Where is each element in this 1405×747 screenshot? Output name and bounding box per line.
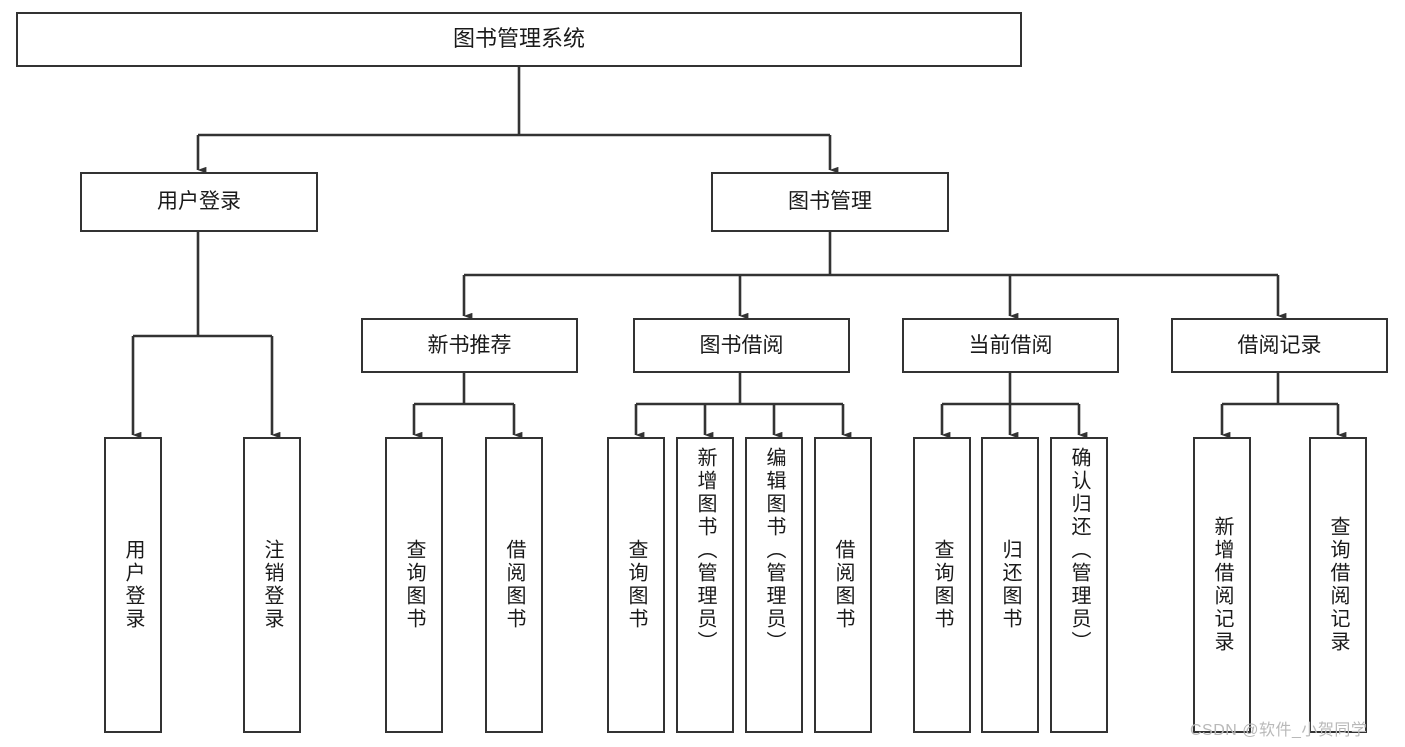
leaf-label: 新增图书（管理员） bbox=[694, 447, 716, 654]
node-label: 用户登录 bbox=[157, 190, 241, 214]
node-label: 新书推荐 bbox=[427, 333, 512, 357]
leaf-label: 注销登录 bbox=[261, 539, 283, 631]
leaf-new-book-borrow-books[interactable]: 借阅图书 bbox=[485, 437, 543, 733]
node-label: 图书管理 bbox=[788, 190, 872, 214]
leaf-borrow-edit-book-admin[interactable]: 编辑图书（管理员） bbox=[745, 437, 803, 733]
node-borrow-record[interactable]: 借阅记录 bbox=[1171, 318, 1388, 373]
leaf-label: 查询借阅记录 bbox=[1327, 516, 1349, 654]
leaf-label: 借阅图书 bbox=[503, 539, 525, 631]
leaf-current-query-books[interactable]: 查询图书 bbox=[913, 437, 971, 733]
leaf-label: 新增借阅记录 bbox=[1211, 516, 1233, 654]
leaf-label: 归还图书 bbox=[999, 539, 1021, 631]
node-label: 图书借阅 bbox=[699, 333, 784, 357]
leaf-current-return-books[interactable]: 归还图书 bbox=[981, 437, 1039, 733]
node-label: 图书管理系统 bbox=[452, 26, 585, 52]
csdn-watermark: CSDN @软件_小贺同学 bbox=[1190, 722, 1368, 739]
leaf-user-login-logout[interactable]: 注销登录 bbox=[243, 437, 301, 733]
node-label: 当前借阅 bbox=[968, 333, 1053, 357]
leaf-label: 借阅图书 bbox=[832, 539, 854, 631]
node-user-login[interactable]: 用户登录 bbox=[80, 172, 318, 232]
leaf-label: 查询图书 bbox=[625, 539, 647, 631]
node-book-borrow[interactable]: 图书借阅 bbox=[633, 318, 850, 373]
leaf-new-book-query-books[interactable]: 查询图书 bbox=[385, 437, 443, 733]
node-label: 借阅记录 bbox=[1237, 333, 1322, 357]
leaf-record-query-record[interactable]: 查询借阅记录 bbox=[1309, 437, 1367, 733]
leaf-label: 查询图书 bbox=[403, 539, 425, 631]
node-current-borrow[interactable]: 当前借阅 bbox=[902, 318, 1119, 373]
leaf-label: 编辑图书（管理员） bbox=[763, 447, 785, 654]
node-book-management[interactable]: 图书管理 bbox=[711, 172, 949, 232]
node-root-book-management-system[interactable]: 图书管理系统 bbox=[16, 12, 1022, 67]
leaf-label: 查询图书 bbox=[931, 539, 953, 631]
node-new-book-recommend[interactable]: 新书推荐 bbox=[361, 318, 578, 373]
leaf-borrow-query-books[interactable]: 查询图书 bbox=[607, 437, 665, 733]
leaf-label: 用户登录 bbox=[122, 539, 144, 631]
leaf-user-login-login[interactable]: 用户登录 bbox=[104, 437, 162, 733]
leaf-record-add-record[interactable]: 新增借阅记录 bbox=[1193, 437, 1251, 733]
leaf-current-confirm-return-admin[interactable]: 确认归还（管理员） bbox=[1050, 437, 1108, 733]
leaf-label: 确认归还（管理员） bbox=[1068, 447, 1090, 654]
leaf-borrow-borrow-books[interactable]: 借阅图书 bbox=[814, 437, 872, 733]
leaf-borrow-add-book-admin[interactable]: 新增图书（管理员） bbox=[676, 437, 734, 733]
